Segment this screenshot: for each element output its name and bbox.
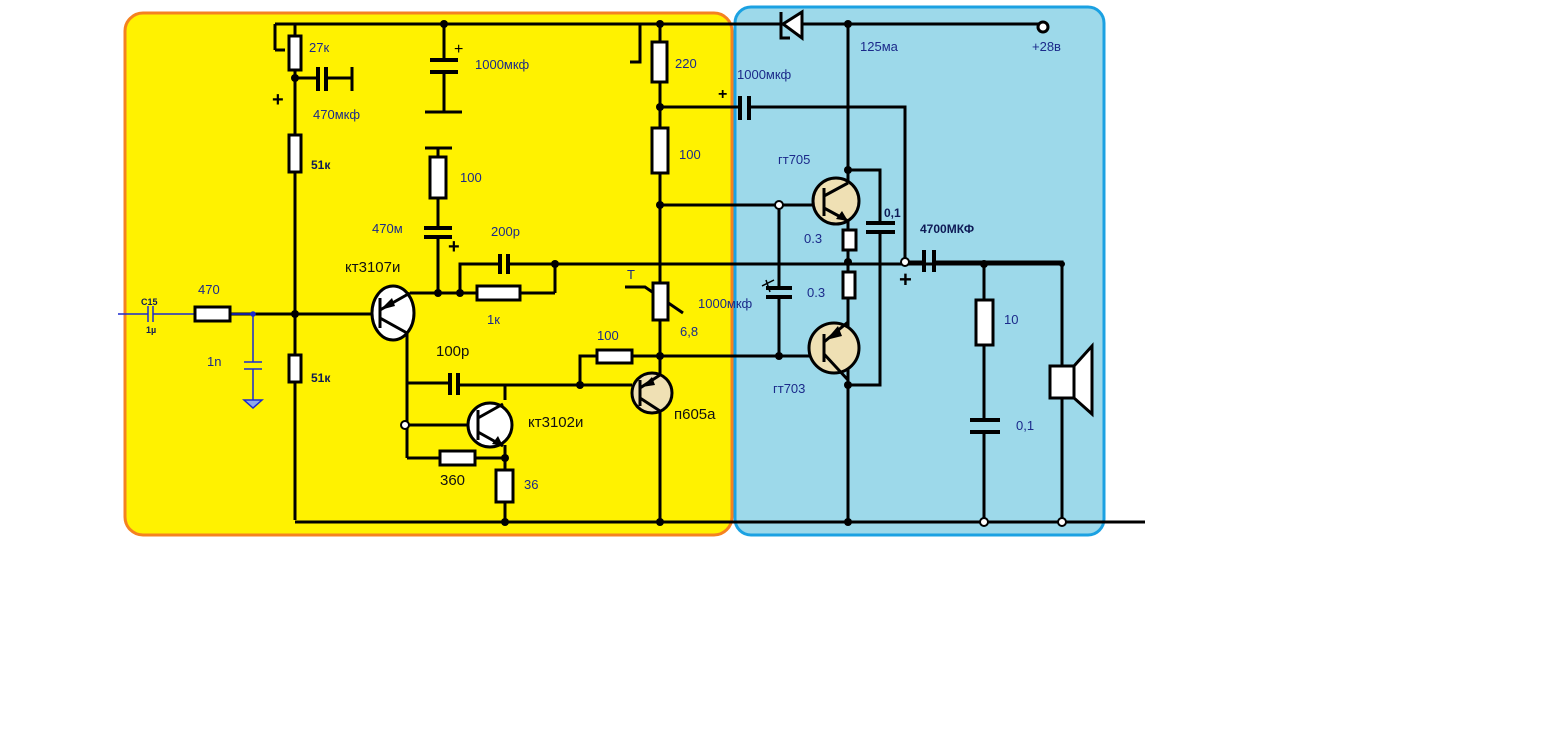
label-470uf: 470мкф xyxy=(313,107,360,122)
label-0-3-top: 0.3 xyxy=(804,231,822,246)
transistor-gt703 xyxy=(807,320,861,382)
transistor-p605a xyxy=(630,371,674,415)
resistor-51k-top xyxy=(287,133,303,174)
resistor-100-b xyxy=(650,126,670,175)
label-gt703: гт703 xyxy=(773,381,805,396)
label-360: 360 xyxy=(440,472,465,489)
transistor-kt3102 xyxy=(466,401,514,449)
label-200p: 200р xyxy=(491,224,520,239)
label-470m: 470м xyxy=(372,221,403,236)
resistor-470 xyxy=(193,305,232,323)
resistor-51k-bottom xyxy=(287,353,303,384)
polarity-plus-4700uf: + xyxy=(899,267,912,292)
label-4700uf: 4700МКФ xyxy=(920,222,974,236)
transistor-kt3107 xyxy=(370,284,416,342)
polarity-plus-470m: + xyxy=(448,236,460,258)
label-100-a: 100 xyxy=(460,170,482,185)
label-c15: C15 xyxy=(141,297,158,307)
label-0-1-zobel: 0,1 xyxy=(1016,418,1034,433)
label-gt705: гт705 xyxy=(778,152,810,167)
resistor-220 xyxy=(650,40,669,84)
label-1000uf-mid: 1000мкф xyxy=(698,296,753,311)
label-51k-bottom: 51к xyxy=(311,371,331,385)
label-kt3102: кт3102и xyxy=(528,414,583,431)
label-1000uf-right: 1000мкф xyxy=(737,67,792,82)
label-1n: 1n xyxy=(207,354,221,369)
label-c15-value: 1µ xyxy=(146,325,156,335)
label-thermistor-t: T xyxy=(627,267,635,282)
label-100p: 100р xyxy=(436,343,469,360)
resistor-360 xyxy=(438,449,477,467)
label-p605a: п605а xyxy=(674,406,716,423)
label-470: 470 xyxy=(198,282,220,297)
transistor-gt705 xyxy=(811,176,861,226)
label-100-b: 100 xyxy=(679,147,701,162)
output-stage-panel xyxy=(733,5,1106,537)
preamp-section-panel xyxy=(123,11,734,537)
resistor-100-a xyxy=(428,155,448,200)
label-100-c: 100 xyxy=(597,328,619,343)
label-36: 36 xyxy=(524,477,538,492)
label-0-1-bridge: 0,1 xyxy=(884,206,901,220)
label-51k-top: 51к xyxy=(311,158,331,172)
capacitor-plates xyxy=(316,58,1000,434)
resistor-10 xyxy=(974,298,995,347)
resistor-27k xyxy=(287,34,303,72)
diode xyxy=(779,9,804,41)
junction-dots xyxy=(291,20,1067,527)
label-125ma: 125ма xyxy=(860,39,899,54)
resistor-100-c xyxy=(595,348,634,365)
label-10: 10 xyxy=(1004,312,1018,327)
polarity-plus-1000uf: + xyxy=(454,41,463,58)
polarity-mark-x xyxy=(761,279,775,293)
resistor-36 xyxy=(494,468,515,504)
label-kt3107: кт3107и xyxy=(345,259,400,276)
label-plus-28v: +28в xyxy=(1032,39,1061,54)
label-6-8: 6,8 xyxy=(680,324,698,339)
resistor-1k xyxy=(475,284,522,302)
resistor-0.3-top xyxy=(841,228,858,252)
label-27k: 27к xyxy=(309,40,329,55)
speaker-icon xyxy=(1048,342,1094,418)
label-1000uf-top: 1000мкф xyxy=(475,57,530,72)
supply-terminal[interactable] xyxy=(1036,20,1050,34)
polarity-plus-1000uf-right: + xyxy=(718,86,727,103)
label-1k: 1к xyxy=(487,312,500,327)
input-network xyxy=(118,306,264,410)
label-220: 220 xyxy=(675,56,697,71)
resistor-0.3-bottom xyxy=(841,270,857,300)
polarity-plus-470uf: + xyxy=(272,89,284,111)
label-0-3-bottom: 0.3 xyxy=(807,285,825,300)
thermistor xyxy=(651,281,670,322)
